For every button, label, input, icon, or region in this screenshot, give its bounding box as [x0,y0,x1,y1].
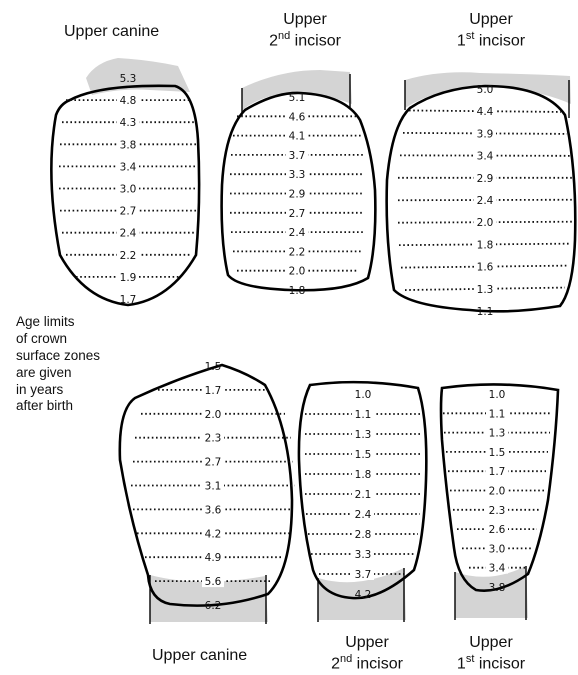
zone-age-label: 4.8 [120,95,137,107]
zone-age-label: 4.3 [120,117,137,129]
zones-top-canine: 5.3 4.8 4.3 3.8 3.4 3.0 2.7 2.4 2.2 1.9 1.7 [59,73,197,306]
tooth-bottom-upper-1st-incisor: 1.0 1.1 1.3 1.5 1.7 2.0 2.3 2.6 3.0 3.4 3.8 [441,384,558,620]
tooth-top-upper-1st-incisor: 5.0 4.4 3.9 3.4 2.9 2.4 2.0 1.8 1.6 1.3 1.1 [387,72,576,318]
zone-age-label: 2.0 [205,409,222,421]
zone-age-label: 3.7 [289,150,306,162]
zone-age-label: 4.4 [477,106,494,118]
zone-age-label: 1.3 [477,284,494,296]
zone-age-label: 3.9 [477,128,494,140]
zone-age-label: 1.8 [289,285,306,297]
zone-age-label: 5.0 [477,84,494,96]
zone-age-label: 3.4 [120,161,137,173]
zone-age-label: 6.2 [205,600,222,612]
zone-age-label: 3.8 [489,582,506,594]
zone-age-label: 2.9 [289,189,306,201]
zone-age-label: 2.3 [489,505,506,517]
zone-age-label: 3.0 [489,543,506,555]
zone-age-label: 4.2 [205,528,222,540]
zone-age-label: 1.1 [355,409,372,421]
zone-age-label: 1.0 [489,389,506,401]
zone-age-label: 2.7 [205,457,222,469]
zone-age-label: 2.9 [477,173,494,185]
zone-age-label: 2.1 [355,489,372,501]
tooth-top-upper-2nd-incisor: 5.1 4.6 4.1 3.7 3.3 2.9 2.7 2.4 2.2 2.0 1.8 [222,70,376,297]
zone-age-label: 2.4 [120,228,137,240]
zone-age-label: 3.0 [120,184,137,196]
zones-bottom-1st-incisor: 1.0 1.1 1.3 1.5 1.7 2.0 2.3 2.6 3.0 3.4 3.8 [443,389,551,594]
zones-top-1st-incisor: 5.0 4.4 3.9 3.4 2.9 2.4 2.0 1.8 1.6 1.3 1.1 [398,84,572,318]
zone-age-label: 1.8 [355,469,372,481]
zone-age-label: 1.6 [477,262,494,274]
zone-age-label: 2.0 [477,217,494,229]
tooth-top-upper-canine: 5.3 4.8 4.3 3.8 3.4 3.0 2.7 2.4 2.2 1.9 1.7 [51,42,199,306]
zone-age-label: 3.1 [205,481,222,493]
zone-age-label: 3.7 [355,569,372,581]
zone-age-label: 2.4 [289,227,306,239]
zone-age-label: 1.5 [205,361,222,373]
zone-age-label: 1.1 [489,408,506,420]
zone-age-label: 4.2 [355,589,372,601]
zone-age-label: 2.7 [120,206,137,218]
zone-age-label: 3.6 [205,504,222,516]
zones-top-2nd-incisor: 5.1 4.6 4.1 3.7 3.3 2.9 2.7 2.4 2.2 2.0 1.8 [230,92,364,297]
tooth-bottom-upper-2nd-incisor: 1.0 1.1 1.3 1.5 1.8 2.1 2.4 2.8 3.3 3.7 4.2 [299,382,426,622]
zone-age-label: 1.5 [355,449,372,461]
zone-age-label: 5.3 [120,73,137,85]
zone-age-label: 2.2 [120,250,137,262]
zone-age-label: 2.8 [355,529,372,541]
zone-age-label: 1.9 [120,272,137,284]
zone-age-label: 2.4 [477,195,494,207]
zone-age-label: 1.7 [489,466,506,478]
zone-age-label: 2.0 [489,486,506,498]
zone-age-label: 1.1 [477,306,494,318]
zone-age-label: 1.3 [489,428,506,440]
zone-age-label: 3.3 [355,549,372,561]
zone-age-label: 4.1 [289,131,306,143]
zone-age-label: 1.7 [205,385,222,397]
tooth-bottom-upper-canine: 1.5 1.7 2.0 2.3 2.7 3.1 3.6 4.2 4.9 5.6 6.2 [120,361,295,624]
zone-age-label: 3.3 [289,169,306,181]
zone-age-label: 5.1 [289,92,306,104]
zone-age-label: 2.2 [289,246,306,258]
zone-age-label: 4.6 [289,111,306,123]
zone-age-label: 3.4 [477,151,494,163]
zone-age-label: 1.8 [477,239,494,251]
zone-age-label: 1.5 [489,447,506,459]
zone-age-label: 1.0 [355,389,372,401]
zone-age-label: 2.3 [205,433,222,445]
zone-age-label: 2.6 [489,524,506,536]
zone-age-label: 2.4 [355,509,372,521]
zone-age-label: 4.9 [205,552,222,564]
zone-age-label: 3.8 [120,139,137,151]
zone-age-label: 3.4 [489,563,506,575]
zone-age-label: 1.7 [120,294,137,306]
zone-age-label: 2.7 [289,208,306,220]
zone-age-label: 1.3 [355,429,372,441]
zone-age-label: 5.6 [205,576,222,588]
zone-age-label: 2.0 [289,266,306,278]
